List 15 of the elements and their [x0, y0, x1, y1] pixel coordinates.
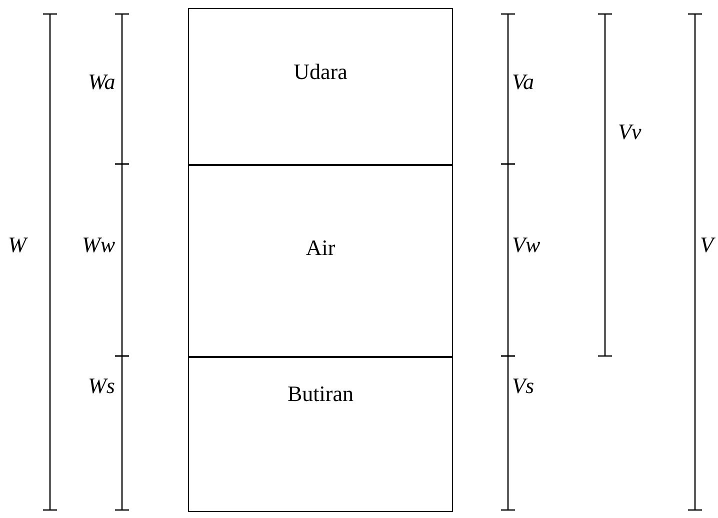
layer-box	[188, 356, 453, 512]
dimension-label: Wa	[88, 70, 116, 94]
layer-box	[188, 8, 453, 166]
layer-label: Butiran	[288, 381, 354, 407]
layer-label: Udara	[294, 59, 348, 85]
layer-label: Air	[306, 235, 336, 261]
dimension-label: V	[700, 233, 714, 257]
dimension-label: Va	[512, 70, 534, 94]
dimension-label: Ww	[82, 233, 115, 257]
dimension-label: Ws	[88, 374, 115, 398]
layer-box	[188, 164, 453, 358]
dimension-label: W	[8, 233, 26, 257]
dimension-label: Vw	[512, 233, 540, 257]
dimension-label: Vs	[512, 374, 534, 398]
dimension-label: Vv	[618, 120, 642, 144]
